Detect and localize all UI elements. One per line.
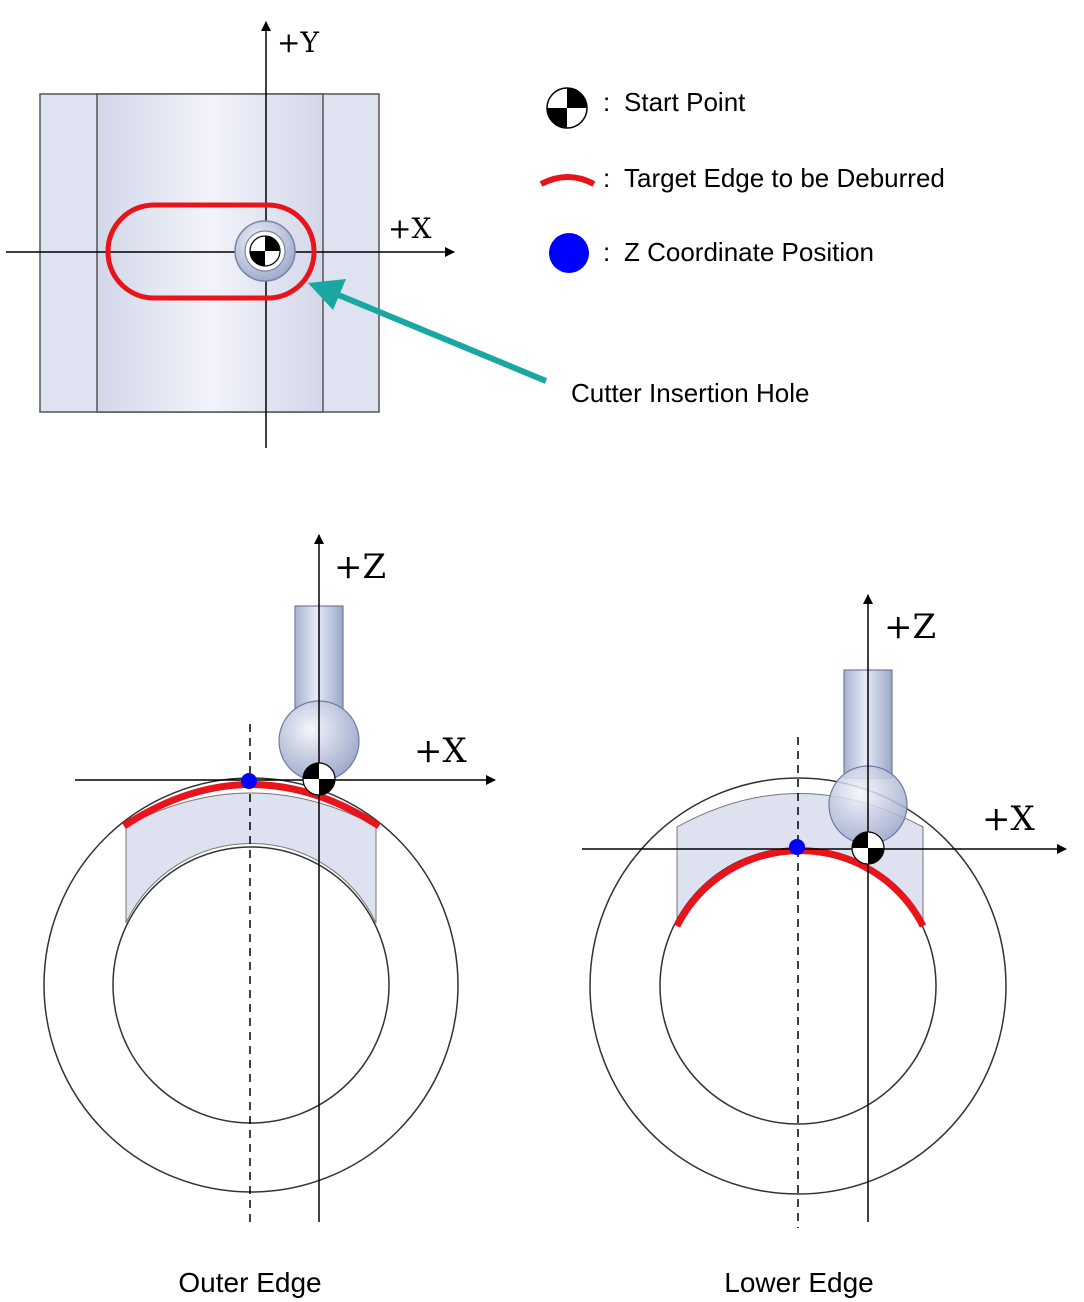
z-coordinate-point (241, 773, 257, 789)
legend-start-point-icon (546, 87, 588, 129)
callout-arrow (308, 279, 548, 384)
z-coordinate-point (789, 839, 805, 855)
legend-start-point-label: Start Point (624, 87, 746, 117)
legend-sep-2: : (603, 163, 610, 193)
outer-edge-caption: Outer Edge (178, 1267, 321, 1298)
top-view: +Y +X Cutter Insertion Hole (6, 21, 809, 448)
legend-z-position-icon (549, 233, 589, 273)
legend-target-edge-icon (539, 174, 596, 187)
x-axis-label: +X (414, 731, 467, 771)
lower-edge-view: +Z +X Lower Edge (582, 594, 1067, 1298)
z-axis-label: +Z (334, 547, 386, 587)
insertion-hole (125, 792, 377, 924)
outer-circle (589, 777, 1007, 1195)
y-axis-label: +Y (277, 26, 319, 59)
legend-z-position-label: Z Coordinate Position (624, 237, 874, 267)
start-point-icon (249, 235, 281, 267)
legend-target-edge-label: Target Edge to be Deburred (624, 163, 945, 193)
start-point-icon (851, 831, 885, 865)
callout-label: Cutter Insertion Hole (571, 378, 809, 408)
outer-edge-view: +Z +X Outer Edge (43, 534, 496, 1298)
legend: : Start Point : Target Edge to be Deburr… (539, 87, 945, 273)
inner-circle (112, 846, 390, 1124)
start-point-icon (302, 762, 336, 796)
x-axis-label: +X (982, 799, 1035, 839)
legend-sep-3: : (603, 237, 610, 267)
z-axis-label: +Z (884, 607, 936, 647)
lower-edge-caption: Lower Edge (724, 1267, 873, 1298)
legend-sep-1: : (603, 87, 610, 117)
x-axis-label: +X (388, 212, 431, 245)
target-edge-slot (105, 202, 317, 301)
